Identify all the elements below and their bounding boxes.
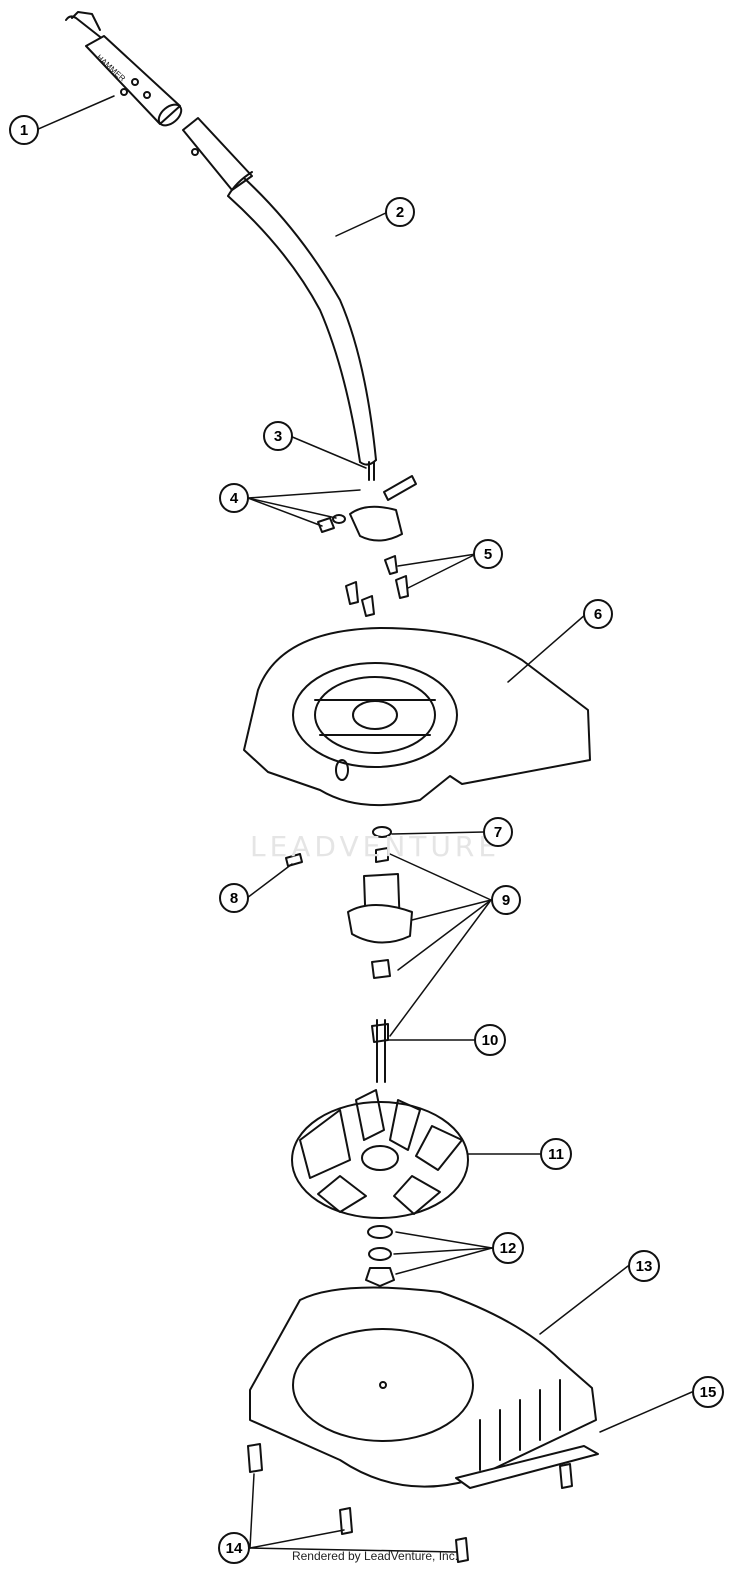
callout-3: 3 [263, 421, 293, 451]
drive-cable-part [368, 461, 375, 481]
callout-11: 11 [540, 1138, 572, 1170]
fan-housing-lower-part [249, 1286, 597, 1488]
callout-9: 9 [491, 885, 521, 915]
callout-label: 13 [636, 1258, 653, 1275]
screws-part [345, 555, 409, 617]
clamp-hardware-part [317, 475, 417, 542]
fan-housing-upper-part [243, 627, 591, 807]
callout-15: 15 [692, 1376, 724, 1408]
callout-14: 14 [218, 1532, 250, 1564]
callout-label: 15 [700, 1384, 717, 1401]
callout-5: 5 [473, 539, 503, 569]
leader-lines [35, 95, 693, 1553]
callout-label: 14 [226, 1540, 243, 1557]
callout-8: 8 [219, 883, 249, 913]
coupling-assembly-part [347, 847, 413, 1043]
callout-markers: 1 2 3 4 5 6 7 8 [9, 115, 724, 1564]
callout-12: 12 [492, 1232, 524, 1264]
bracket-plate-part [455, 1445, 599, 1489]
callout-13: 13 [628, 1250, 660, 1282]
callout-label: 11 [548, 1146, 564, 1163]
callout-label: 6 [594, 606, 602, 623]
fan-shaft-part [376, 1019, 386, 1083]
callout-6: 6 [583, 599, 613, 629]
fan-impeller-part [291, 1089, 469, 1219]
small-screw-part [285, 853, 303, 867]
callout-2: 2 [385, 197, 415, 227]
callout-label: 12 [500, 1240, 517, 1257]
callout-label: 5 [484, 546, 492, 563]
handle-grip-part: HAMMER [65, 11, 183, 127]
washers-nut-part [365, 1225, 395, 1287]
callout-label: 9 [502, 892, 510, 909]
callout-10: 10 [474, 1024, 506, 1056]
callout-label: 7 [494, 824, 502, 841]
callout-7: 7 [483, 817, 513, 847]
washer-part [372, 826, 392, 838]
callout-4: 4 [219, 483, 249, 513]
footer-credit: Rendered by LeadVenture, Inc. [291, 1549, 459, 1563]
callout-1: 1 [9, 115, 39, 145]
callout-label: 10 [482, 1032, 499, 1049]
bolts-part [247, 1443, 573, 1563]
watermark: LEADVENTURE [250, 830, 500, 863]
callout-label: 8 [230, 890, 238, 907]
callout-label: 4 [230, 490, 239, 507]
callout-label: 3 [274, 428, 282, 445]
curved-shaft-part [182, 117, 377, 466]
callout-label: 1 [20, 122, 28, 139]
callout-label: 2 [396, 204, 404, 221]
